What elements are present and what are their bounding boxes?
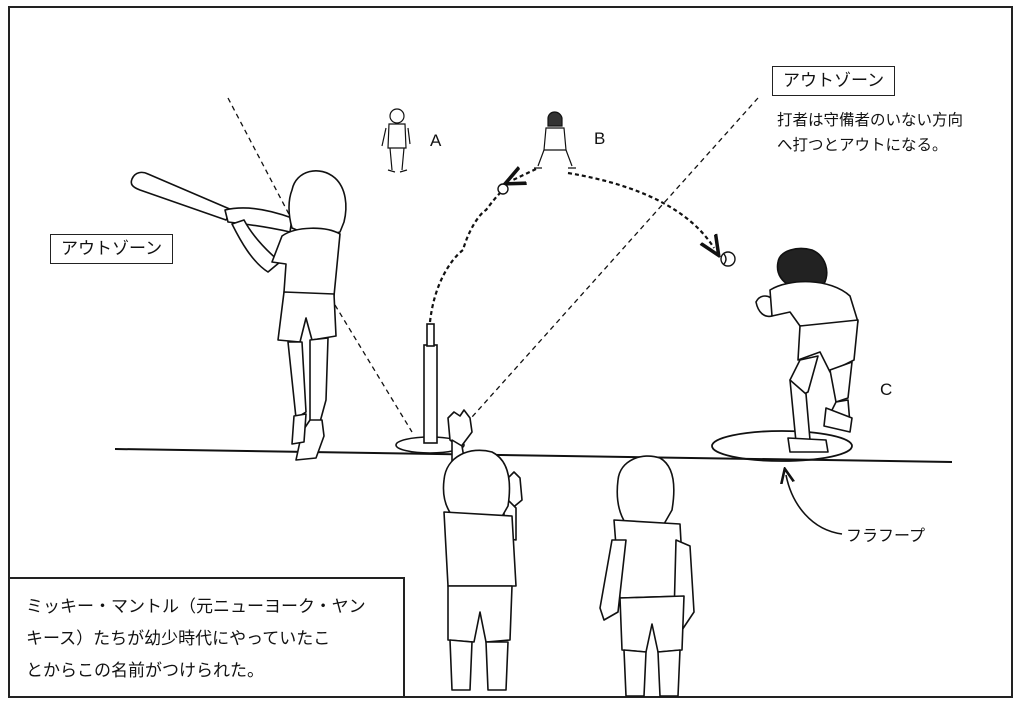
- note-line-2: キース）たちが幼少時代にやっていたこ: [26, 629, 331, 649]
- hula-hoop: [711, 430, 853, 462]
- fielder-a-figure: [381, 108, 411, 173]
- ball-trajectories: [428, 169, 714, 323]
- front-child-right-figure: [599, 455, 695, 697]
- front-child-left-figure: [442, 409, 523, 691]
- diagram-frame: [8, 6, 1013, 698]
- fielder-c-figure: [755, 247, 859, 453]
- rule-line-1: 打者は守備者のいない方向: [777, 111, 964, 129]
- outzone-label-left: アウトゾーン: [50, 234, 174, 265]
- note-line-1: ミッキー・マントル（元ニューヨーク・ヤン: [26, 597, 366, 617]
- fielder-b-figure: [534, 111, 576, 169]
- outzone-rule-description: 打者は守備者のいない方向 へ打つとアウトになる。: [777, 108, 963, 158]
- outzone-boundary-lines: [227, 97, 759, 437]
- note-line-3: とからこの名前がつけられた。: [26, 661, 264, 681]
- fielder-a-label: A: [430, 131, 442, 150]
- fielder-b-label: B: [594, 129, 606, 148]
- fielder-c-label: C: [880, 380, 893, 399]
- ball: [497, 183, 736, 267]
- batter-figure: [130, 170, 347, 461]
- batting-tee: [395, 323, 465, 454]
- hula-hoop-label: フラフープ: [846, 526, 926, 545]
- rule-line-2: へ打つとアウトになる。: [777, 136, 948, 154]
- hula-hoop-arrow: [786, 475, 843, 535]
- origin-note-box: ミッキー・マントル（元ニューヨーク・ヤン キース）たちが幼少時代にやっていたこ …: [8, 577, 405, 698]
- outzone-label-right: アウトゾーン: [772, 66, 896, 97]
